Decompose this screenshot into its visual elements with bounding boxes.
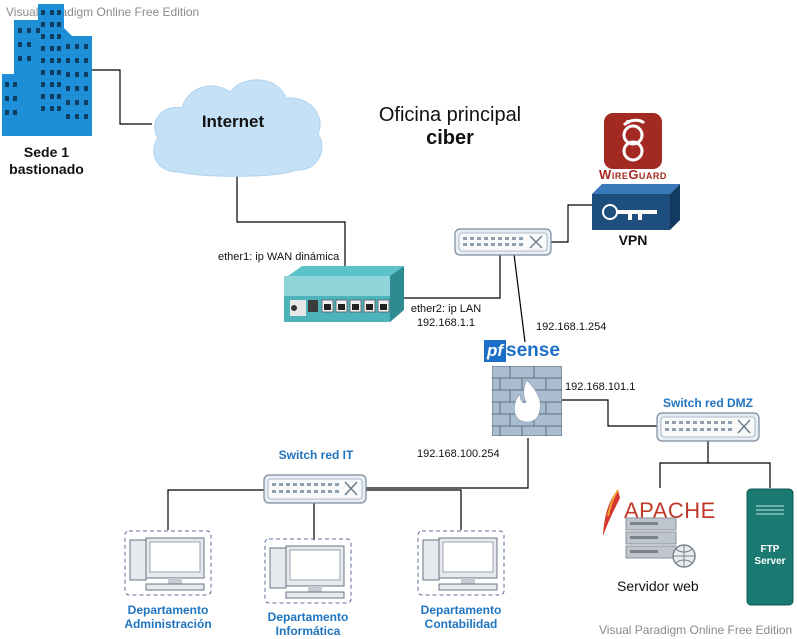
pc-administracion-icon <box>124 530 212 596</box>
ftp-server-label: FTP Server <box>746 544 794 568</box>
building-icon <box>2 4 92 136</box>
sede-label-line2: bastionado <box>9 161 84 177</box>
link-router-switchtop <box>404 254 501 299</box>
office-title: Oficina principal ciber <box>360 104 540 150</box>
dept-administracion-line1: Departamento <box>127 603 209 617</box>
switch-top-icon <box>454 228 552 256</box>
vpn-device-icon <box>592 184 680 230</box>
link-dmz-servers <box>659 440 771 488</box>
wireguard-logo-text: WireGuard <box>599 167 667 182</box>
sede-label-line1: Sede 1 <box>23 144 70 160</box>
pfsense-logo-sense: sense <box>506 340 560 361</box>
dept-informatica-label: Departamento Informática <box>258 610 358 638</box>
dept-administracion-line2: Administración <box>124 617 212 631</box>
web-server-label: Servidor web <box>617 578 699 594</box>
link-switchtop-firewall <box>513 253 526 343</box>
firewall-ip-dmz: 192.168.101.1 <box>565 381 636 393</box>
switch-dmz-label: Switch red DMZ <box>662 396 753 410</box>
link-sede-internet <box>76 69 152 125</box>
dept-contabilidad-line1: Departamento <box>420 603 502 617</box>
vpn-label: VPN <box>618 232 648 248</box>
ftp-server-icon <box>746 488 794 606</box>
internet-cloud-icon <box>153 79 323 177</box>
dept-informatica-line1: Departamento <box>267 610 349 624</box>
pc-contabilidad-icon <box>417 530 505 596</box>
office-title-line2: ciber <box>426 127 474 149</box>
dept-contabilidad-line2: Contabilidad <box>424 617 498 631</box>
ftp-server-label-line2: Server <box>754 556 786 567</box>
watermark-bottom: Visual Paradigm Online Free Edition <box>599 623 793 637</box>
sede-label: Sede 1 bastionado <box>0 144 93 178</box>
switch-it-label: Switch red IT <box>278 448 354 462</box>
firewall-ip-it: 192.168.100.254 <box>417 448 500 460</box>
switch-dmz-icon <box>656 412 760 442</box>
dept-administracion-label: Departamento Administración <box>118 603 218 631</box>
ether2-label-line2: 192.168.1.1 <box>416 317 476 329</box>
link-firewall-dmz <box>560 399 658 427</box>
link-firewall-it <box>366 438 529 489</box>
apache-feather-icon <box>603 489 620 536</box>
ether2-label-line1: ether2: ip LAN <box>410 303 482 315</box>
switch-it-icon <box>263 474 367 504</box>
web-server-icon <box>625 517 696 568</box>
pfsense-logo-pf: pf <box>484 340 507 362</box>
firewall-icon <box>492 366 562 436</box>
pc-informatica-icon <box>264 538 352 604</box>
link-internet-router <box>236 175 346 268</box>
wireguard-logo-icon <box>604 113 662 169</box>
firewall-ip-top: 192.168.1.254 <box>536 321 607 333</box>
internet-label: Internet <box>201 112 265 131</box>
dept-contabilidad-label: Departamento Contabilidad <box>411 603 511 631</box>
router-icon <box>284 266 404 322</box>
ether2-label: ether2: ip LAN 192.168.1.1 <box>410 302 482 330</box>
office-title-line1: Oficina principal <box>378 104 522 126</box>
ftp-server-label-line1: FTP <box>760 544 780 555</box>
dept-informatica-line2: Informática <box>275 624 341 638</box>
link-switchtop-vpn <box>550 204 592 243</box>
ether1-label: ether1: ip WAN dinámica <box>218 251 340 263</box>
link-it-departments <box>167 489 462 540</box>
